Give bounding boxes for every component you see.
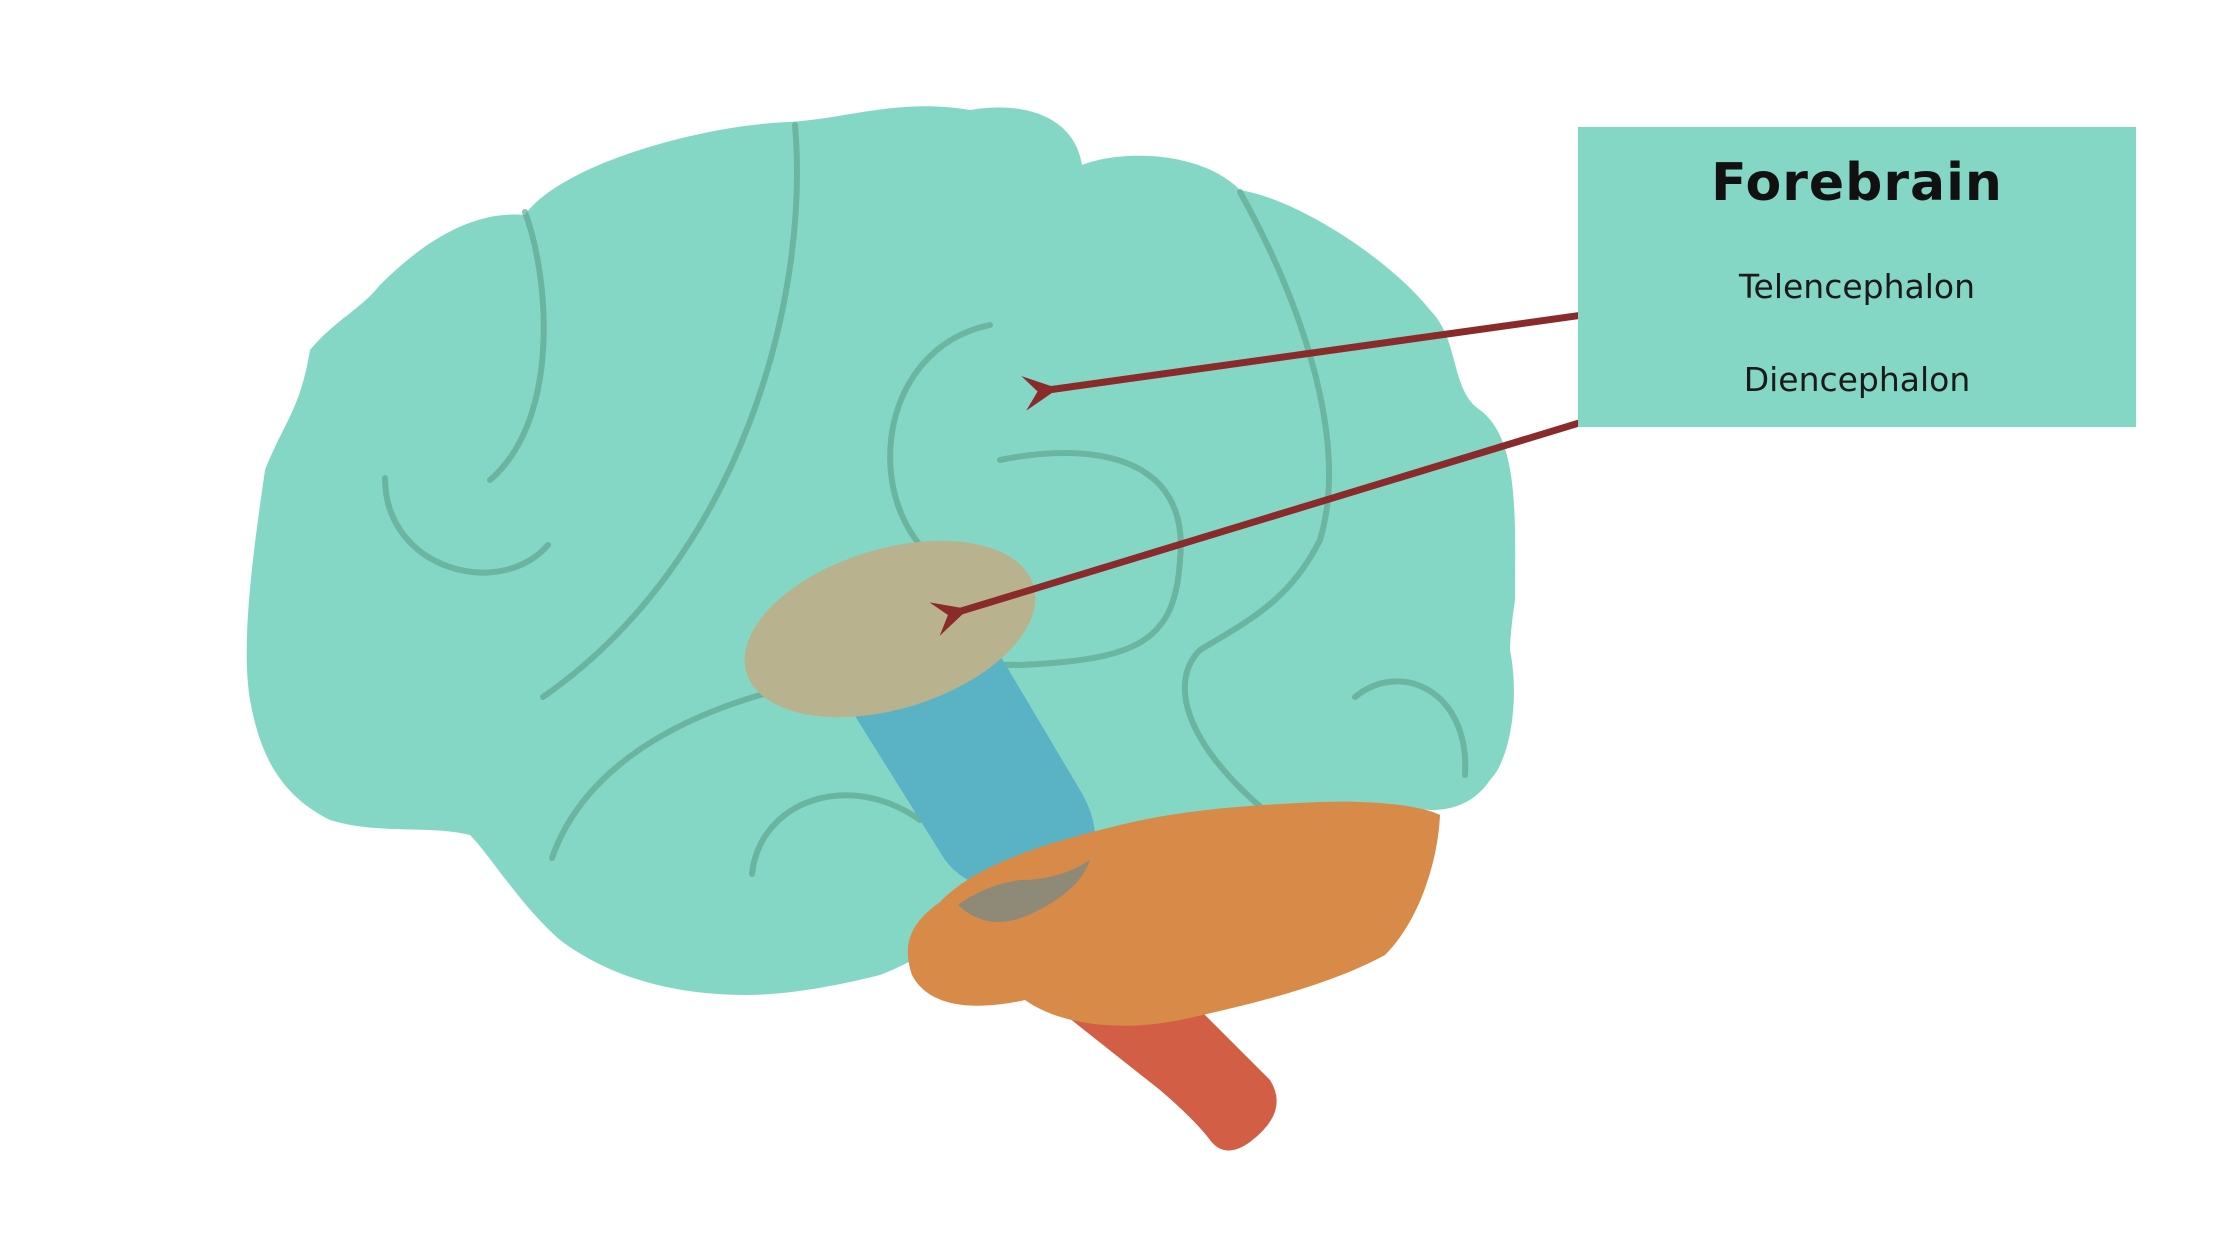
legend-item-telencephalon: Telencephalon: [1738, 267, 1976, 306]
legend-title: Forebrain: [1711, 153, 2003, 213]
forebrain-legend-box: Forebrain Telencephalon Diencephalon: [1578, 127, 2136, 427]
legend-item-diencephalon: Diencephalon: [1743, 360, 1971, 399]
sulci-lines: [382, 122, 1469, 877]
cerebellum-shape: [907, 801, 1440, 1026]
diencephalon-shape: [744, 540, 1036, 718]
midbrain-overlap: [958, 860, 1090, 922]
brainstem-shape: [1040, 990, 1277, 1151]
